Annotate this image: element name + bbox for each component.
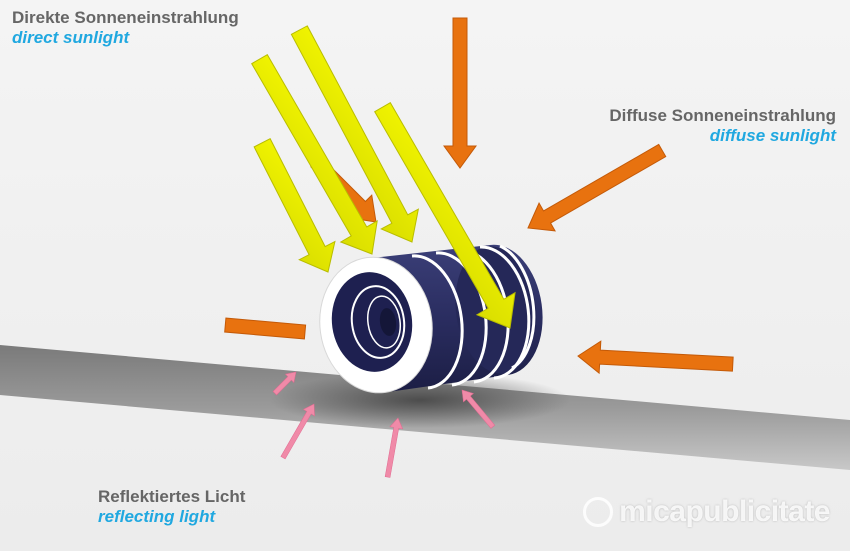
cylindrical-solar-module: [319, 244, 543, 394]
diffuse-sunlight-arrow: [224, 317, 307, 340]
direct-sunlight-arrow: [290, 25, 420, 243]
reflected-light-arrow: [272, 371, 297, 396]
diffuse-sunlight-arrow: [443, 17, 477, 169]
direct-sunlight-arrow: [253, 138, 336, 273]
reflected-light-arrow: [461, 389, 496, 429]
direct-sunlight-arrows: [251, 25, 516, 329]
diffuse-sunlight-arrows: [224, 17, 734, 375]
diffuse-sunlight-label-en: diffuse sunlight: [709, 126, 836, 146]
diffuse-sunlight-label-de: Diffuse Sonneneinstrahlung: [609, 106, 836, 125]
direct-sunlight-label: Direkte Sonneneinstrahlung direct sunlig…: [12, 8, 239, 48]
cylinder-inner-core: [379, 308, 397, 336]
reflected-light-label-en: reflecting light: [98, 507, 216, 527]
reflected-light-arrow: [280, 403, 315, 460]
cylinder-inner-ring-2: [366, 295, 402, 349]
diffuse-sunlight-arrow: [527, 143, 667, 232]
cylinder-inner-ring: [350, 285, 406, 359]
diffuse-sunlight-arrow: [577, 340, 734, 375]
direct-sunlight-label-de: Direkte Sonneneinstrahlung: [12, 8, 239, 27]
direct-sunlight-arrow: [251, 53, 378, 255]
reflected-light-arrow: [384, 417, 404, 478]
watermark-text: micapublicitate: [619, 495, 830, 528]
reflected-light-arrows: [272, 371, 496, 478]
diffuse-sunlight-label: Diffuse Sonneneinstrahlung diffuse sunli…: [609, 106, 836, 146]
watermark-logo-icon: [583, 497, 614, 527]
direct-sunlight-arrow: [374, 101, 516, 329]
reflected-light-label: Reflektiertes Licht reflecting light: [98, 487, 245, 527]
reflected-light-label-de: Reflektiertes Licht: [98, 487, 246, 506]
direct-sunlight-label-en: direct sunlight: [12, 28, 130, 48]
cylinder-shadow: [270, 372, 570, 428]
watermark: micapublicitate: [583, 495, 830, 529]
